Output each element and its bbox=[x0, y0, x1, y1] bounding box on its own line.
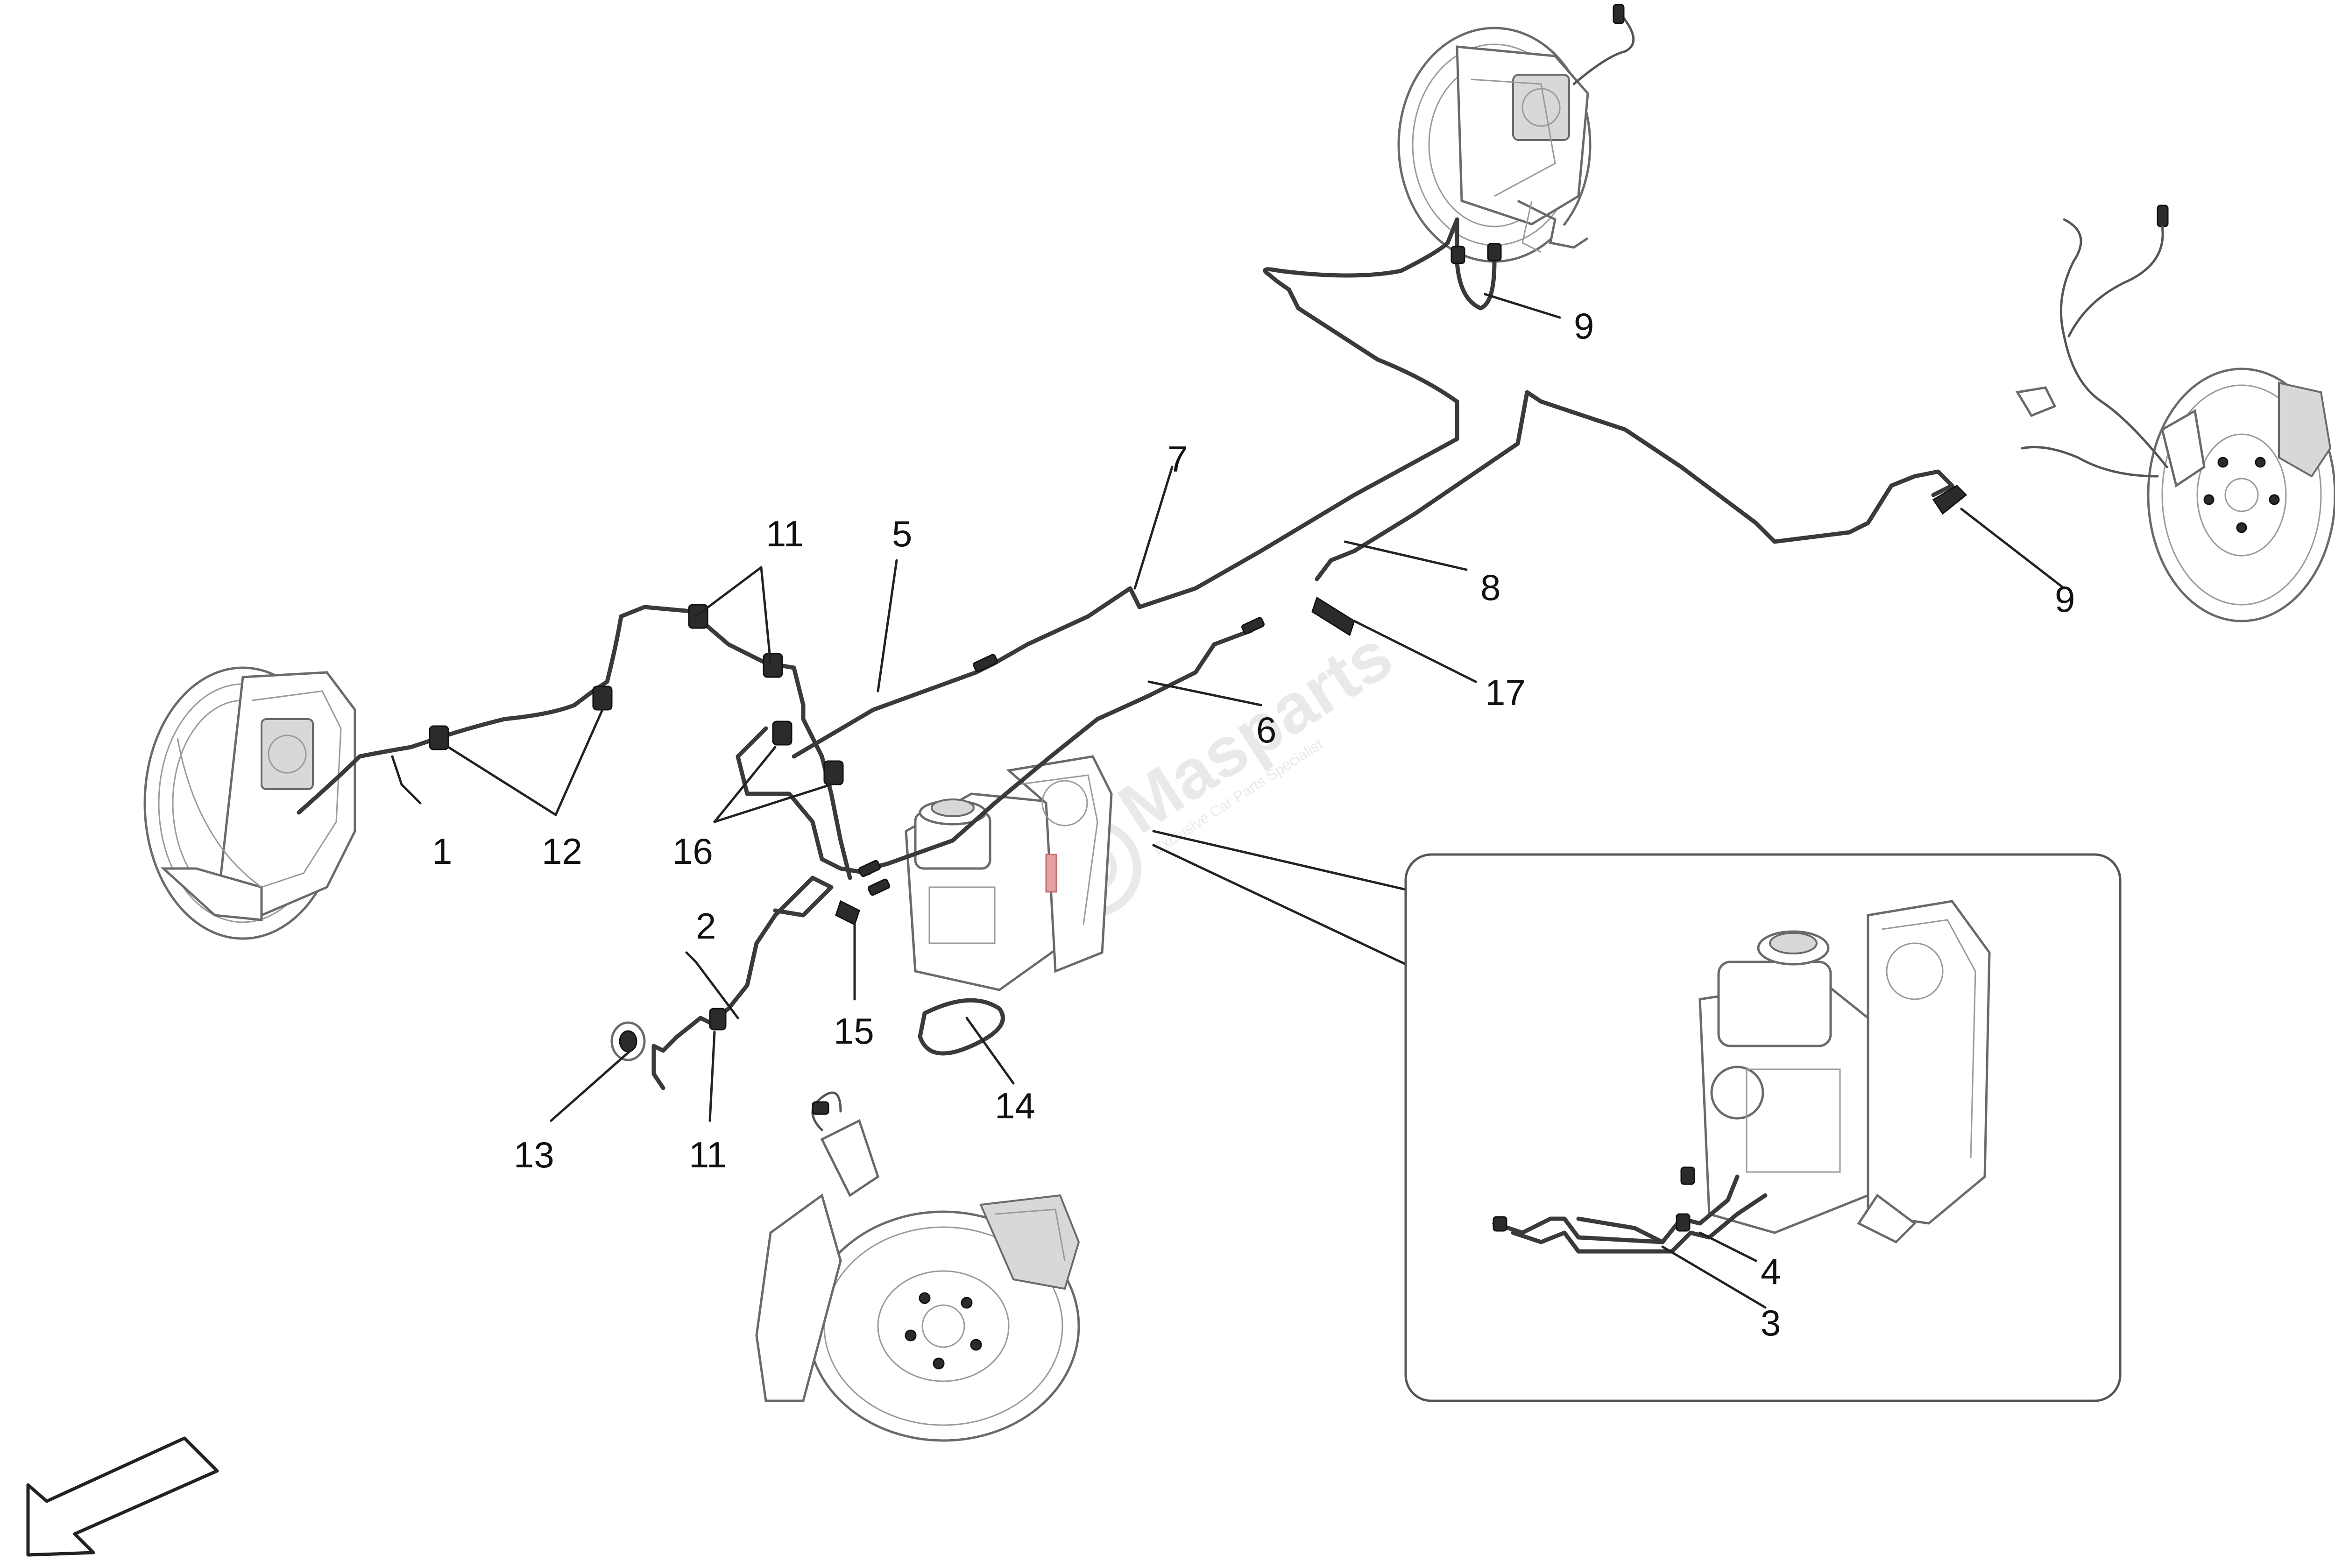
callout-2: 2 bbox=[696, 905, 716, 946]
pipe-left-run bbox=[437, 605, 698, 740]
callout-14: 14 bbox=[995, 1085, 1035, 1126]
watermark-brand: Masparts bbox=[1105, 615, 1406, 848]
clip-11b bbox=[763, 653, 783, 678]
callout-12: 12 bbox=[542, 831, 582, 872]
callout-6: 6 bbox=[1256, 709, 1276, 750]
pipe-1 bbox=[297, 735, 441, 815]
bottom-wheel-assembly bbox=[755, 1091, 1080, 1442]
leader-lines bbox=[391, 293, 2066, 1309]
pipe-7 bbox=[1263, 217, 1459, 441]
callout-5: 5 bbox=[892, 513, 912, 554]
brake-pipes bbox=[297, 217, 1954, 1090]
orientation-arrow-icon bbox=[26, 1436, 219, 1557]
callout-9-right: 9 bbox=[2055, 579, 2075, 620]
callout-1: 1 bbox=[432, 831, 452, 872]
left-wheel-assembly bbox=[143, 666, 356, 940]
callout-11-top: 11 bbox=[766, 513, 804, 554]
pipe-clips-11 bbox=[693, 614, 806, 721]
pipe-13-lead bbox=[651, 1044, 665, 1090]
pipe-8 bbox=[1315, 390, 1954, 581]
fittings bbox=[429, 485, 1967, 1061]
pipe-ends-2 bbox=[773, 876, 834, 918]
callout-17: 17 bbox=[1485, 672, 1526, 713]
right-wheel-assembly bbox=[2015, 205, 2335, 622]
clip-16a bbox=[772, 720, 792, 746]
pipe-6 bbox=[866, 628, 1254, 871]
inset-frame bbox=[1404, 853, 2122, 1402]
pipe-5 bbox=[792, 437, 1459, 759]
clip-12a bbox=[429, 725, 449, 750]
callout-3: 3 bbox=[1761, 1302, 1781, 1343]
callout-9-top: 9 bbox=[1574, 305, 1594, 346]
callout-15: 15 bbox=[834, 1010, 874, 1052]
seal-14 bbox=[918, 998, 1005, 1056]
sensor-17 bbox=[1311, 596, 1355, 636]
callout-13: 13 bbox=[514, 1134, 554, 1175]
top-wheel-assembly bbox=[1397, 4, 1635, 263]
inset-detail bbox=[1152, 830, 2122, 1402]
callout-4: 4 bbox=[1761, 1251, 1781, 1292]
clip-11c bbox=[709, 1008, 727, 1031]
pipe-9-top bbox=[1455, 217, 1497, 311]
callout-16: 16 bbox=[672, 831, 713, 872]
callout-11-bottom: 11 bbox=[689, 1134, 727, 1175]
callouts: 1 12 16 2 11 5 7 6 8 9 9 17 15 14 13 11 … bbox=[432, 305, 2075, 1343]
pipe-16 bbox=[736, 726, 871, 876]
clip-12b bbox=[592, 685, 613, 711]
clip-16b bbox=[823, 760, 844, 785]
clip-11a bbox=[688, 604, 708, 629]
callout-8: 8 bbox=[1480, 567, 1500, 608]
bolt-15 bbox=[835, 900, 860, 926]
sensor-9-right bbox=[1932, 485, 1967, 515]
inset-abs-unit bbox=[1698, 900, 1991, 1244]
pipe-16b bbox=[801, 717, 852, 880]
callout-7: 7 bbox=[1168, 438, 1188, 480]
